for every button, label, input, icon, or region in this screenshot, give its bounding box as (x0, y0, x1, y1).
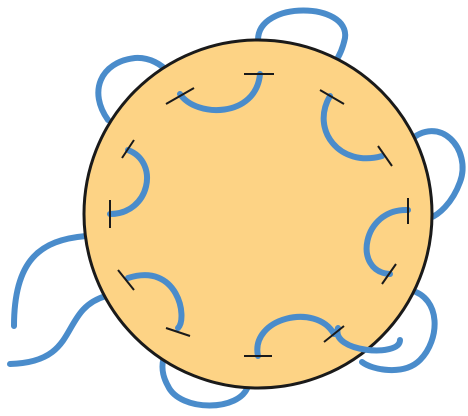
free-strand-end-upper (14, 236, 86, 326)
free-strand-end-lower (10, 296, 106, 364)
